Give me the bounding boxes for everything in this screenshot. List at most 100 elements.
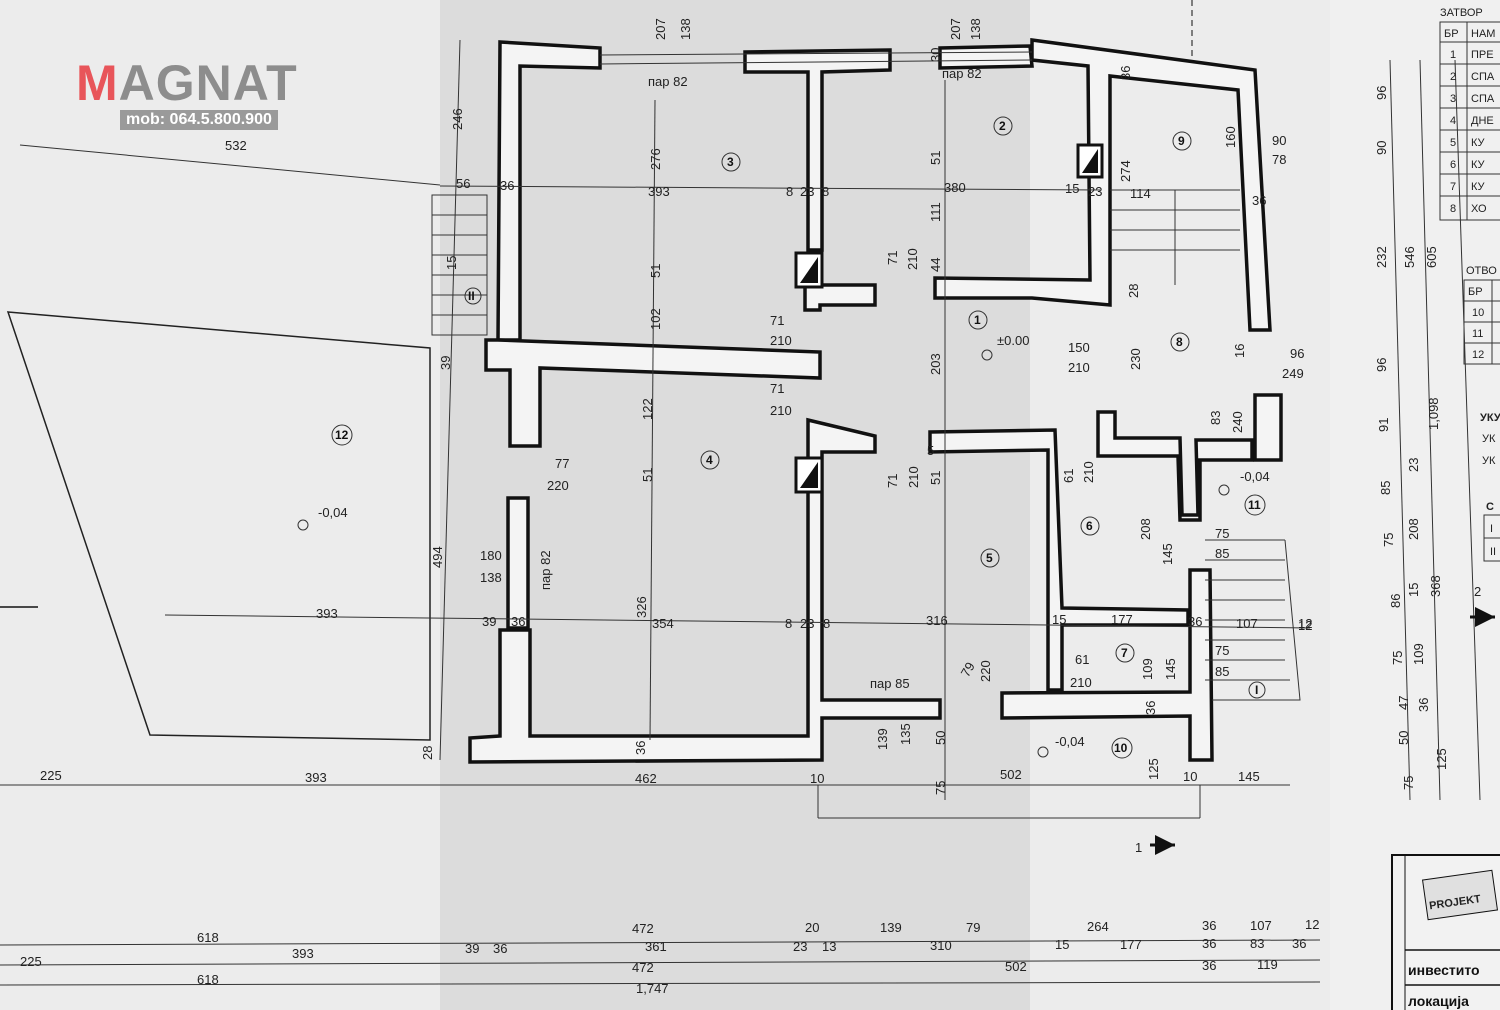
section-label-1: 1 bbox=[1135, 840, 1142, 855]
dims-bottom: 225 393 462 10 502 10 145 bbox=[40, 767, 1260, 786]
brand-rest: AGNAT bbox=[118, 55, 298, 111]
dim: 51 bbox=[928, 471, 943, 485]
dim: 96 bbox=[1290, 346, 1304, 361]
dims-footer: 618 472 20 139 79 264 36 107 12 225 393 … bbox=[20, 917, 1319, 996]
legend-cell: 2 bbox=[1450, 71, 1456, 83]
dim: 23 bbox=[1088, 184, 1102, 199]
dim: 326 bbox=[634, 596, 649, 618]
dim: 71 bbox=[770, 313, 784, 328]
level-markers: ±0.00 -0,04 -0,04 -0,04 bbox=[297, 333, 1270, 758]
level-terrace: -0,04 bbox=[318, 505, 348, 520]
dim: 85 bbox=[1215, 546, 1229, 561]
titleblock-investor: инвестито bbox=[1408, 962, 1480, 978]
legend-cell: 3 bbox=[1450, 93, 1456, 105]
dim: 225 bbox=[40, 768, 62, 783]
dim: 83 bbox=[1208, 411, 1223, 425]
dim: 605 bbox=[1424, 246, 1439, 268]
duct-symbols bbox=[794, 143, 1104, 494]
dim: 119 bbox=[1257, 957, 1278, 972]
room-11: 11 bbox=[1248, 498, 1261, 512]
dims-right: 96 90 232 546 605 96 1,098 91 23 85 75 2… bbox=[1374, 86, 1449, 790]
legend-ukl-3: УК bbox=[1482, 455, 1496, 467]
legend-open-table: ОТВО БР 10 11 12 bbox=[1463, 265, 1500, 365]
dim: 71 bbox=[885, 251, 900, 265]
room-2: 2 bbox=[999, 119, 1006, 133]
legend-cell: КУ bbox=[1471, 137, 1486, 149]
dim: 36 bbox=[1188, 614, 1202, 629]
section-label-2: 2 bbox=[1474, 584, 1481, 599]
dim: 125 bbox=[1146, 758, 1161, 780]
legend-cell: 10 bbox=[1472, 307, 1484, 319]
dim: 85 bbox=[1215, 664, 1229, 679]
legend-ukl-1: УКУ bbox=[1480, 412, 1500, 424]
dim: 36 bbox=[500, 178, 514, 193]
dim: 472 bbox=[632, 960, 654, 975]
stair-i: I bbox=[1255, 683, 1258, 697]
dims-row2: 393 39 36 326 354 8 23 8 316 15 177 36 1… bbox=[316, 596, 1312, 631]
dim: 145 bbox=[1160, 543, 1175, 565]
room-7: 7 bbox=[1121, 646, 1128, 660]
dim: 220 bbox=[547, 478, 569, 493]
dim: 114 bbox=[1130, 186, 1151, 201]
legend-cell: 11 bbox=[1472, 328, 1483, 340]
level-main: ±0.00 bbox=[997, 333, 1029, 348]
agency-phone: mob: 064.5.800.900 bbox=[120, 110, 278, 130]
dim: 56 bbox=[456, 176, 470, 191]
dim: 207 bbox=[653, 18, 668, 40]
dim-total: 1,747 bbox=[636, 981, 669, 996]
dim: 472 bbox=[632, 921, 654, 936]
dim: 361 bbox=[645, 939, 667, 954]
dim: 138 bbox=[480, 570, 502, 585]
legend-small-cell: I bbox=[1490, 523, 1493, 535]
legend-cell: 5 bbox=[1450, 137, 1456, 149]
dim: 225 bbox=[20, 954, 42, 969]
legend-rooms-table: ЗАТВОР БР НАМ 1 ПРЕ 2 СПА 3 СПА 4 ДНЕ 5 … bbox=[1439, 7, 1500, 221]
dim: 177 bbox=[1111, 612, 1133, 627]
dim: 13 bbox=[822, 939, 836, 954]
room-4: 4 bbox=[706, 453, 713, 467]
dim: 79 bbox=[958, 659, 978, 679]
dim: 28 bbox=[420, 746, 435, 760]
dim: 138 bbox=[678, 18, 693, 40]
dim: 36 bbox=[1252, 193, 1266, 208]
level-entrance: -0,04 bbox=[1055, 734, 1085, 749]
dim: 160 bbox=[1223, 126, 1238, 148]
dim: 12 bbox=[1305, 917, 1319, 932]
dim: 139 bbox=[880, 920, 902, 935]
room-12: 12 bbox=[335, 428, 349, 442]
legend-header: НАМ bbox=[1471, 28, 1495, 40]
legend-cell: СПА bbox=[1471, 71, 1495, 83]
dim: 78 bbox=[1272, 152, 1286, 167]
terrace-outline bbox=[6, 311, 431, 741]
legend-cell: 6 bbox=[1450, 159, 1456, 171]
dim: 23 bbox=[793, 939, 807, 954]
stair-ii: II bbox=[468, 289, 475, 303]
dim: 210 bbox=[770, 333, 792, 348]
walls bbox=[468, 37, 1283, 764]
legend-title: ОТВО bbox=[1466, 265, 1497, 277]
legend-cell: ДНЕ bbox=[1471, 115, 1494, 127]
dim: 36 bbox=[1202, 918, 1216, 933]
room-10: 10 bbox=[1114, 741, 1128, 755]
dim: 111 bbox=[928, 202, 943, 222]
agency-logo: MAGNAT mob: 064.5.800.900 bbox=[76, 58, 376, 130]
dim: 23 bbox=[800, 616, 814, 631]
dim: 393 bbox=[316, 606, 338, 621]
paper-right-margin bbox=[1330, 0, 1500, 1010]
dim: 249 bbox=[1282, 366, 1304, 381]
titleblock-location: локациja bbox=[1408, 993, 1469, 1009]
dim: 145 bbox=[1163, 658, 1178, 680]
dim: 462 bbox=[635, 771, 657, 786]
brand-letter-m: M bbox=[76, 55, 119, 111]
legend-cell: 4 bbox=[1450, 115, 1456, 127]
dim: 207 bbox=[948, 18, 963, 40]
dim: 150 bbox=[1068, 340, 1090, 355]
dim: 91 bbox=[1376, 418, 1391, 432]
dim: 210 bbox=[906, 466, 921, 488]
legend-cell: КУ bbox=[1471, 181, 1486, 193]
dim: 30 bbox=[928, 48, 943, 62]
dim: 240 bbox=[1230, 411, 1245, 433]
dim: 39 bbox=[438, 356, 453, 370]
